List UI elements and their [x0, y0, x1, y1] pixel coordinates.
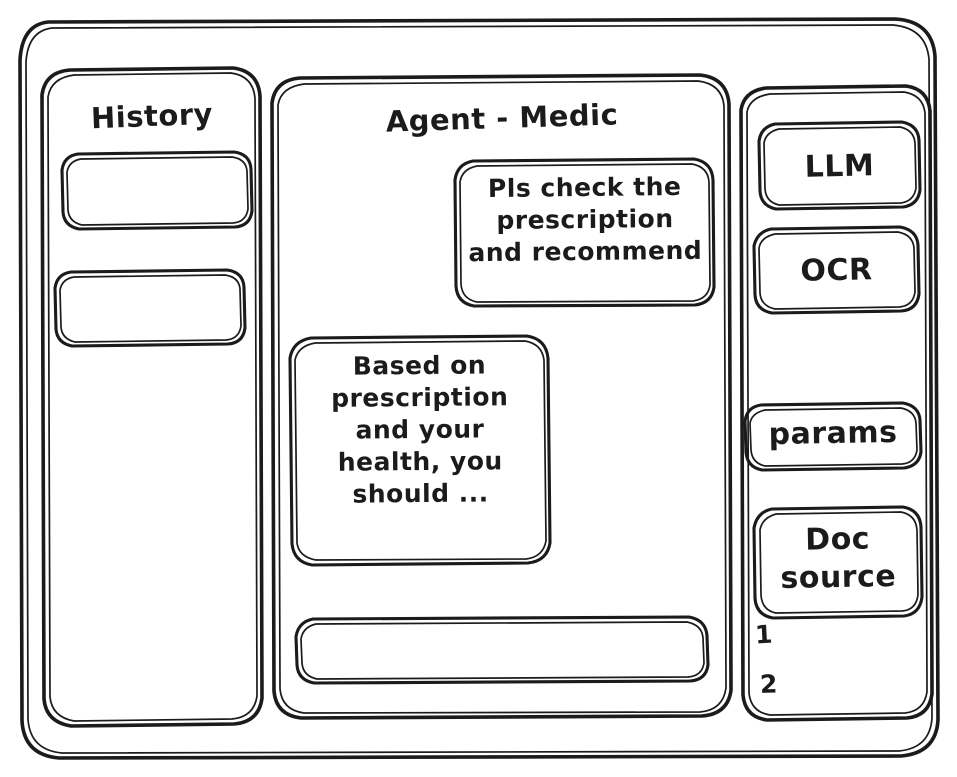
- history-item-1-outline: [60, 150, 254, 231]
- params-chip-outline: [743, 401, 923, 472]
- history-item-1[interactable]: [62, 152, 252, 230]
- llm-chip-outline: [757, 120, 922, 211]
- doc-source-chip[interactable]: [754, 507, 922, 618]
- doc-source-chip-outline: [752, 505, 924, 620]
- tool-chip-ocr[interactable]: [754, 227, 919, 313]
- assistant-message-bubble-outline: [288, 334, 552, 567]
- history-item-2-outline: [53, 268, 247, 348]
- assistant-message-text: Based on prescription and your health, y…: [330, 350, 509, 509]
- history-item-2[interactable]: [55, 270, 245, 346]
- history-panel-outline: [40, 66, 264, 728]
- ocr-chip-outline: [752, 225, 921, 315]
- window-frame-outline: [18, 17, 940, 760]
- tools-panel-outline: [739, 84, 934, 722]
- tool-chip-llm[interactable]: [759, 122, 920, 209]
- composer-input-outline: [294, 615, 710, 685]
- user-message-text: Pls check the prescription and recommend: [468, 171, 703, 268]
- agent-panel-outline: [270, 73, 733, 720]
- doc-source-entry-1[interactable]: 1: [754, 619, 774, 650]
- user-message-bubble-outline: [453, 157, 716, 308]
- settings-chip-params[interactable]: [745, 403, 921, 470]
- composer-input[interactable]: [296, 617, 708, 683]
- doc-source-entry-2[interactable]: 2: [759, 669, 779, 700]
